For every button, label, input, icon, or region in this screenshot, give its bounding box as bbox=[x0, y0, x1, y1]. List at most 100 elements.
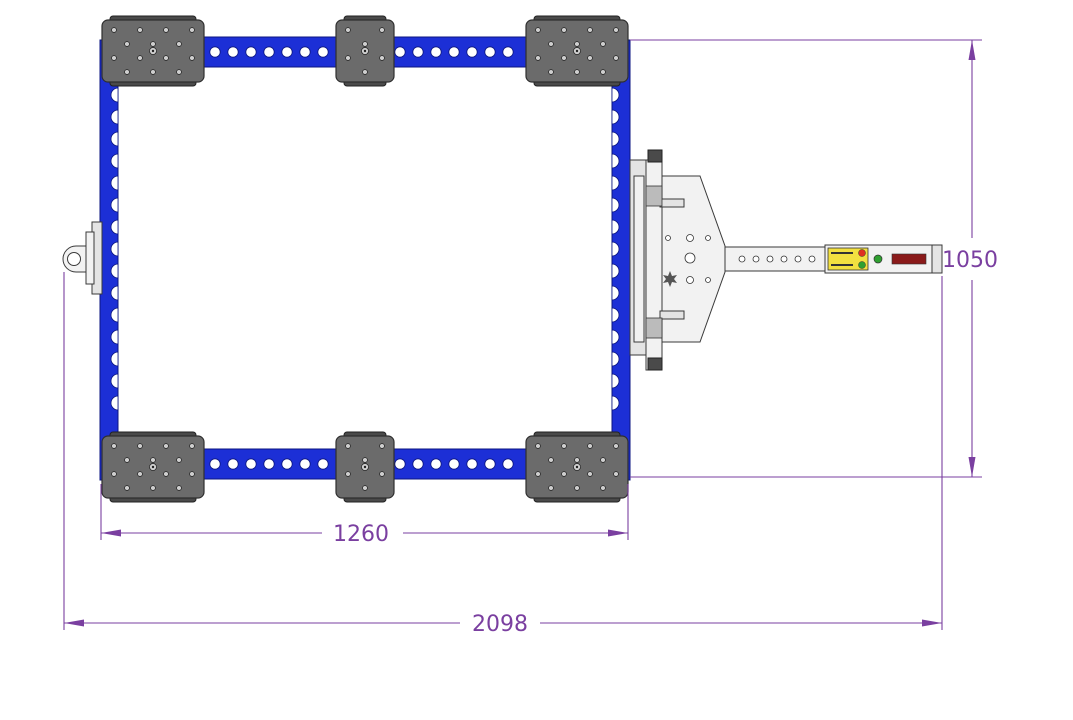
bolt bbox=[345, 443, 351, 449]
bolt bbox=[613, 55, 619, 61]
hitch-assembly bbox=[629, 149, 943, 371]
bolt bbox=[575, 465, 579, 469]
rail-hole bbox=[209, 458, 221, 470]
rail-hole bbox=[299, 458, 311, 470]
rail-notch bbox=[611, 153, 620, 169]
bolt bbox=[176, 69, 182, 75]
bolt bbox=[587, 471, 593, 477]
rail-hole bbox=[412, 458, 424, 470]
bolt bbox=[111, 471, 117, 477]
bolt bbox=[379, 27, 385, 33]
rail-notch bbox=[110, 175, 119, 191]
bolt bbox=[189, 27, 195, 33]
rail-notch bbox=[611, 285, 620, 301]
bolt bbox=[124, 485, 130, 491]
rail-hole bbox=[317, 46, 329, 58]
rail-hole bbox=[430, 458, 442, 470]
rail-hole bbox=[412, 46, 424, 58]
rail-notch bbox=[611, 395, 620, 411]
bolt bbox=[151, 49, 155, 53]
left-rail bbox=[99, 39, 119, 481]
bolt bbox=[587, 27, 593, 33]
tow-bar-hole bbox=[766, 255, 774, 263]
rail-notch bbox=[611, 219, 620, 235]
bolt bbox=[574, 41, 580, 47]
bolt bbox=[548, 69, 554, 75]
caster-plate bbox=[525, 15, 629, 87]
bolt bbox=[548, 41, 554, 47]
bolt bbox=[111, 55, 117, 61]
caster-plate bbox=[101, 431, 205, 503]
bolt bbox=[150, 41, 156, 47]
bolt bbox=[600, 457, 606, 463]
tow-bar-hole bbox=[780, 255, 788, 263]
rail-notch bbox=[110, 153, 119, 169]
bolt bbox=[345, 471, 351, 477]
rail-hole bbox=[448, 46, 460, 58]
bolt bbox=[574, 457, 580, 463]
bolt bbox=[137, 471, 143, 477]
tow-eye bbox=[62, 221, 103, 295]
bolt bbox=[561, 55, 567, 61]
bolt bbox=[111, 443, 117, 449]
bolt bbox=[345, 55, 351, 61]
rail-hole bbox=[430, 46, 442, 58]
rail-notch bbox=[110, 219, 119, 235]
bolt bbox=[362, 457, 368, 463]
rail-hole bbox=[245, 458, 257, 470]
rail-hole bbox=[484, 458, 496, 470]
bolt bbox=[111, 27, 117, 33]
caster-plate bbox=[525, 431, 629, 503]
bolt bbox=[176, 457, 182, 463]
bolt bbox=[574, 485, 580, 491]
tow-bar-hole bbox=[794, 255, 802, 263]
bolt bbox=[163, 443, 169, 449]
rail-notch bbox=[110, 329, 119, 345]
rail-notch bbox=[611, 241, 620, 257]
bolt bbox=[600, 485, 606, 491]
bolt bbox=[575, 49, 579, 53]
rail-notch bbox=[611, 87, 620, 103]
rail-notch bbox=[110, 351, 119, 367]
right-rail bbox=[611, 39, 631, 481]
dimension-1260-label: 1260 bbox=[333, 522, 389, 547]
bolt bbox=[363, 49, 367, 53]
tow-bar-hole bbox=[752, 255, 760, 263]
rail-hole bbox=[263, 458, 275, 470]
bolt bbox=[587, 55, 593, 61]
bolt bbox=[574, 69, 580, 75]
rail-hole bbox=[209, 46, 221, 58]
rail-hole bbox=[484, 46, 496, 58]
rail-notch bbox=[110, 131, 119, 147]
bolt bbox=[561, 27, 567, 33]
bolt bbox=[600, 41, 606, 47]
caster-plate bbox=[335, 15, 395, 87]
bolt bbox=[613, 27, 619, 33]
caster-plate bbox=[335, 431, 395, 503]
rail-notch bbox=[611, 131, 620, 147]
rail-notch bbox=[110, 241, 119, 257]
rail-hole bbox=[227, 46, 239, 58]
rail-notch bbox=[110, 87, 119, 103]
rail-hole bbox=[227, 458, 239, 470]
bolt bbox=[613, 443, 619, 449]
bolt bbox=[600, 69, 606, 75]
dimension-2098-label: 2098 bbox=[472, 612, 528, 637]
rail-notch bbox=[110, 109, 119, 125]
bolt bbox=[137, 55, 143, 61]
rail-hole bbox=[502, 458, 514, 470]
dimension-2098: 2098 bbox=[63, 272, 943, 637]
rail-hole bbox=[394, 458, 406, 470]
bolt bbox=[124, 41, 130, 47]
bolt bbox=[137, 27, 143, 33]
bolt bbox=[189, 471, 195, 477]
bolt bbox=[345, 27, 351, 33]
rail-hole bbox=[263, 46, 275, 58]
bolt bbox=[561, 471, 567, 477]
rail-hole bbox=[394, 46, 406, 58]
bolt bbox=[163, 471, 169, 477]
bolt bbox=[150, 457, 156, 463]
bolt bbox=[535, 55, 541, 61]
rail-notch bbox=[611, 109, 620, 125]
